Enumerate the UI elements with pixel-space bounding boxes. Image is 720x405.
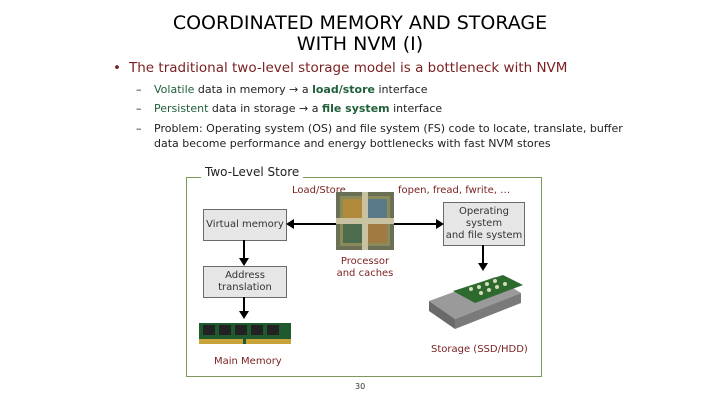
arrow-icon: →	[299, 102, 309, 115]
arrow-address-to-memory-line	[243, 297, 245, 313]
os-fs-line-1: Operating	[459, 206, 509, 217]
processor-chip-image	[336, 192, 394, 250]
sub1-text-interface: interface	[375, 83, 428, 96]
main-bullet: • The traditional two-level storage model…	[113, 60, 567, 76]
fopen-label: fopen, fread, fwrite, …	[398, 185, 511, 196]
persistent-word: Persistent	[154, 102, 209, 115]
two-level-store-frame	[186, 177, 542, 377]
arrow-down-head-icon	[478, 263, 488, 271]
main-bullet-text: The traditional two-level storage model …	[129, 60, 568, 76]
arrow-down-head-icon	[239, 311, 249, 319]
sub-bullet-problem: –Problem: Operating system (OS) and file…	[136, 122, 623, 135]
bullet-marker: •	[113, 60, 121, 76]
slide-title-line-1: COORDINATED MEMORY AND STORAGE	[172, 12, 548, 34]
file-system-word: file system	[321, 102, 390, 115]
processor-caption-line-2: and caches	[336, 268, 394, 279]
arrow-os-to-storage-line	[482, 245, 484, 265]
main-memory-dimm-image	[199, 321, 291, 345]
address-translation-box: Address translation	[203, 266, 287, 298]
arrow-icon: →	[289, 83, 299, 96]
sub2-text: data in storage	[208, 102, 299, 115]
arrow-to-virtual-memory-line	[292, 223, 336, 225]
sub1-text-a: a	[298, 83, 313, 96]
arrow-vm-to-address-line	[243, 240, 245, 260]
processor-caption: Processor and caches	[332, 256, 398, 280]
dash-marker: –	[136, 122, 142, 135]
frame-label: Two-Level Store	[201, 165, 304, 179]
volatile-word: Volatile	[154, 83, 195, 96]
dash-marker: –	[136, 83, 142, 96]
problem-line-1: Problem: Operating system (OS) and file …	[154, 122, 623, 135]
storage-ssd-image	[425, 271, 525, 337]
main-memory-label: Main Memory	[214, 356, 282, 367]
sub2-text-interface: interface	[389, 102, 443, 115]
processor-caption-line-1: Processor	[340, 256, 390, 267]
arrow-right-head-icon	[436, 219, 444, 229]
virtual-memory-box: Virtual memory	[203, 209, 287, 241]
sub-bullet-persistent: –Persistent data in storage → a file sys…	[136, 102, 442, 115]
arrow-to-os-fs-line	[394, 223, 436, 225]
virtual-memory-label: Virtual memory	[206, 219, 284, 230]
os-fs-line-2: system	[465, 218, 503, 229]
page-number: 30	[355, 382, 366, 391]
os-fs-line-3: and file system	[445, 230, 523, 241]
problem-line-2: data become performance and energy bottl…	[154, 137, 551, 150]
dash-marker: –	[136, 102, 142, 115]
slide-title-line-2: WITH NVM (I)	[296, 33, 424, 55]
address-line-1: Address	[225, 270, 265, 281]
arrow-left-head-icon	[286, 219, 294, 229]
sub2-text-a: a	[308, 102, 322, 115]
address-line-2: translation	[218, 282, 272, 293]
load-store-word: load/store	[312, 83, 375, 96]
arrow-down-head-icon	[239, 258, 249, 266]
sub-bullet-volatile: –Volatile data in memory → a load/store …	[136, 83, 428, 96]
sub1-text: data in memory	[194, 83, 290, 96]
storage-label: Storage (SSD/HDD)	[431, 344, 528, 355]
os-fs-box: Operating system and file system	[443, 202, 525, 246]
load-store-label: Load/Store	[292, 185, 346, 196]
